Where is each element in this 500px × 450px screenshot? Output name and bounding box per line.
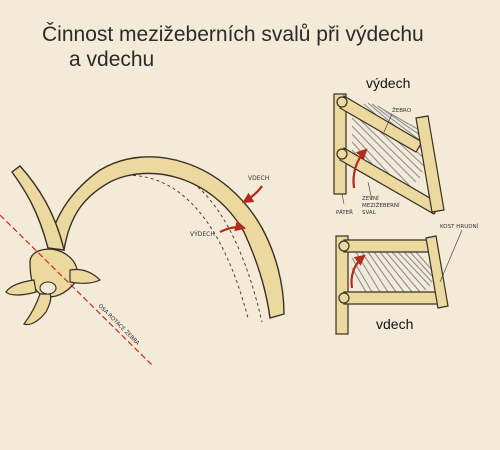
vertebra-spinous-process — [23, 293, 52, 326]
muscle-label-2: MEZIŽEBERNÍ — [362, 201, 400, 209]
model-illustration: výdech vdech — [333, 75, 479, 335]
model-vydech-label: výdech — [366, 75, 410, 91]
spine-bar-top — [333, 93, 347, 195]
spine-bar-bottom — [335, 235, 349, 335]
rib-bar-bottom-upper — [343, 239, 435, 253]
vertebra — [5, 248, 102, 326]
rib-bone — [47, 156, 285, 319]
rib-vdech-label: VDECH — [248, 175, 269, 182]
muscle-label-3: SVAL — [362, 210, 377, 216]
expiration-arrow — [352, 148, 368, 189]
title-line1: Činnost mezižeberních svalů při výdechu — [42, 23, 424, 46]
pater-label: PÁTEŘ — [336, 208, 353, 216]
vdech-arrow — [242, 185, 263, 204]
model-expiration — [333, 93, 445, 215]
sternum-label: KOST HRUDNÍ — [440, 223, 479, 230]
muscle-label-1: ZEVNÍ — [362, 195, 379, 202]
rib-dashed-outline-outer — [119, 164, 263, 323]
vertebra-transverse-process-right — [69, 268, 102, 284]
sternum-bar-top — [415, 115, 445, 213]
axis-label: OSA ROTACE ŽEBRA — [97, 302, 142, 347]
vydech-arrow — [219, 220, 247, 233]
model-vdech-label: vdech — [376, 316, 413, 332]
rib-neck — [11, 165, 65, 251]
muscle-fibers-bottom — [351, 251, 433, 293]
title-line2: a vdechu — [69, 48, 155, 71]
vertebra-transverse-process-left — [5, 279, 37, 296]
rib-bar-bottom-lower — [343, 291, 445, 305]
rib-vydech-label: VÝDECH — [190, 231, 215, 238]
inspiration-arrow — [350, 254, 366, 289]
model-inspiration — [335, 229, 463, 335]
rib-illustration: OSA ROTACE ŽEBRA VDECH VÝDECH — [0, 156, 285, 366]
page-title: Činnost mezižeberních svalů při výdechu … — [42, 22, 424, 72]
zebro-label: ŽEBRO — [392, 106, 412, 114]
sternum-bar-bottom — [425, 235, 449, 309]
vertebral-foramen — [39, 281, 57, 295]
